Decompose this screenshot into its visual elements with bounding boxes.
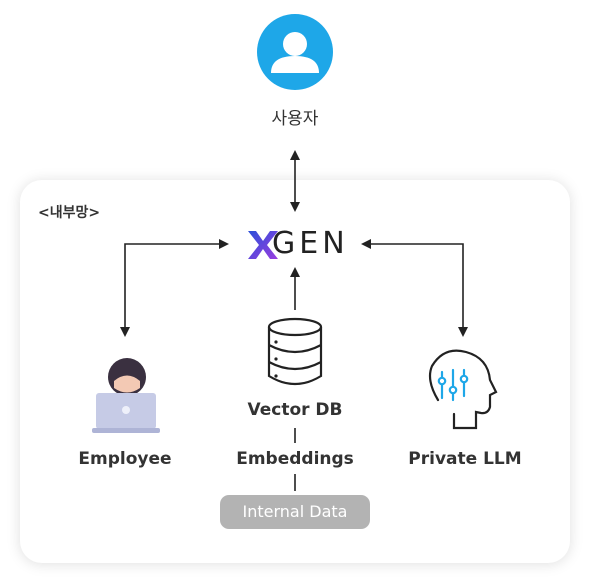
user-avatar-icon (257, 14, 333, 90)
employee-label: Employee (78, 449, 172, 469)
employee-xgen-arrow (120, 239, 229, 337)
xgen-logo-text: GEN (272, 226, 349, 261)
xgen-llm-arrow (361, 239, 468, 337)
vector-db-label: Vector DB (247, 400, 343, 420)
internal-data-pill: Internal Data (220, 495, 370, 529)
xgen-logo-mark (248, 231, 278, 259)
employee-laptop-icon (92, 358, 160, 433)
user-label: 사용자 (271, 109, 319, 129)
private-llm-label: Private LLM (408, 449, 522, 469)
database-icon (267, 317, 323, 386)
embeddings-label: Embeddings (236, 449, 354, 469)
internal-network-title: <내부망> (38, 205, 101, 221)
ai-brain-head-icon (428, 349, 498, 430)
